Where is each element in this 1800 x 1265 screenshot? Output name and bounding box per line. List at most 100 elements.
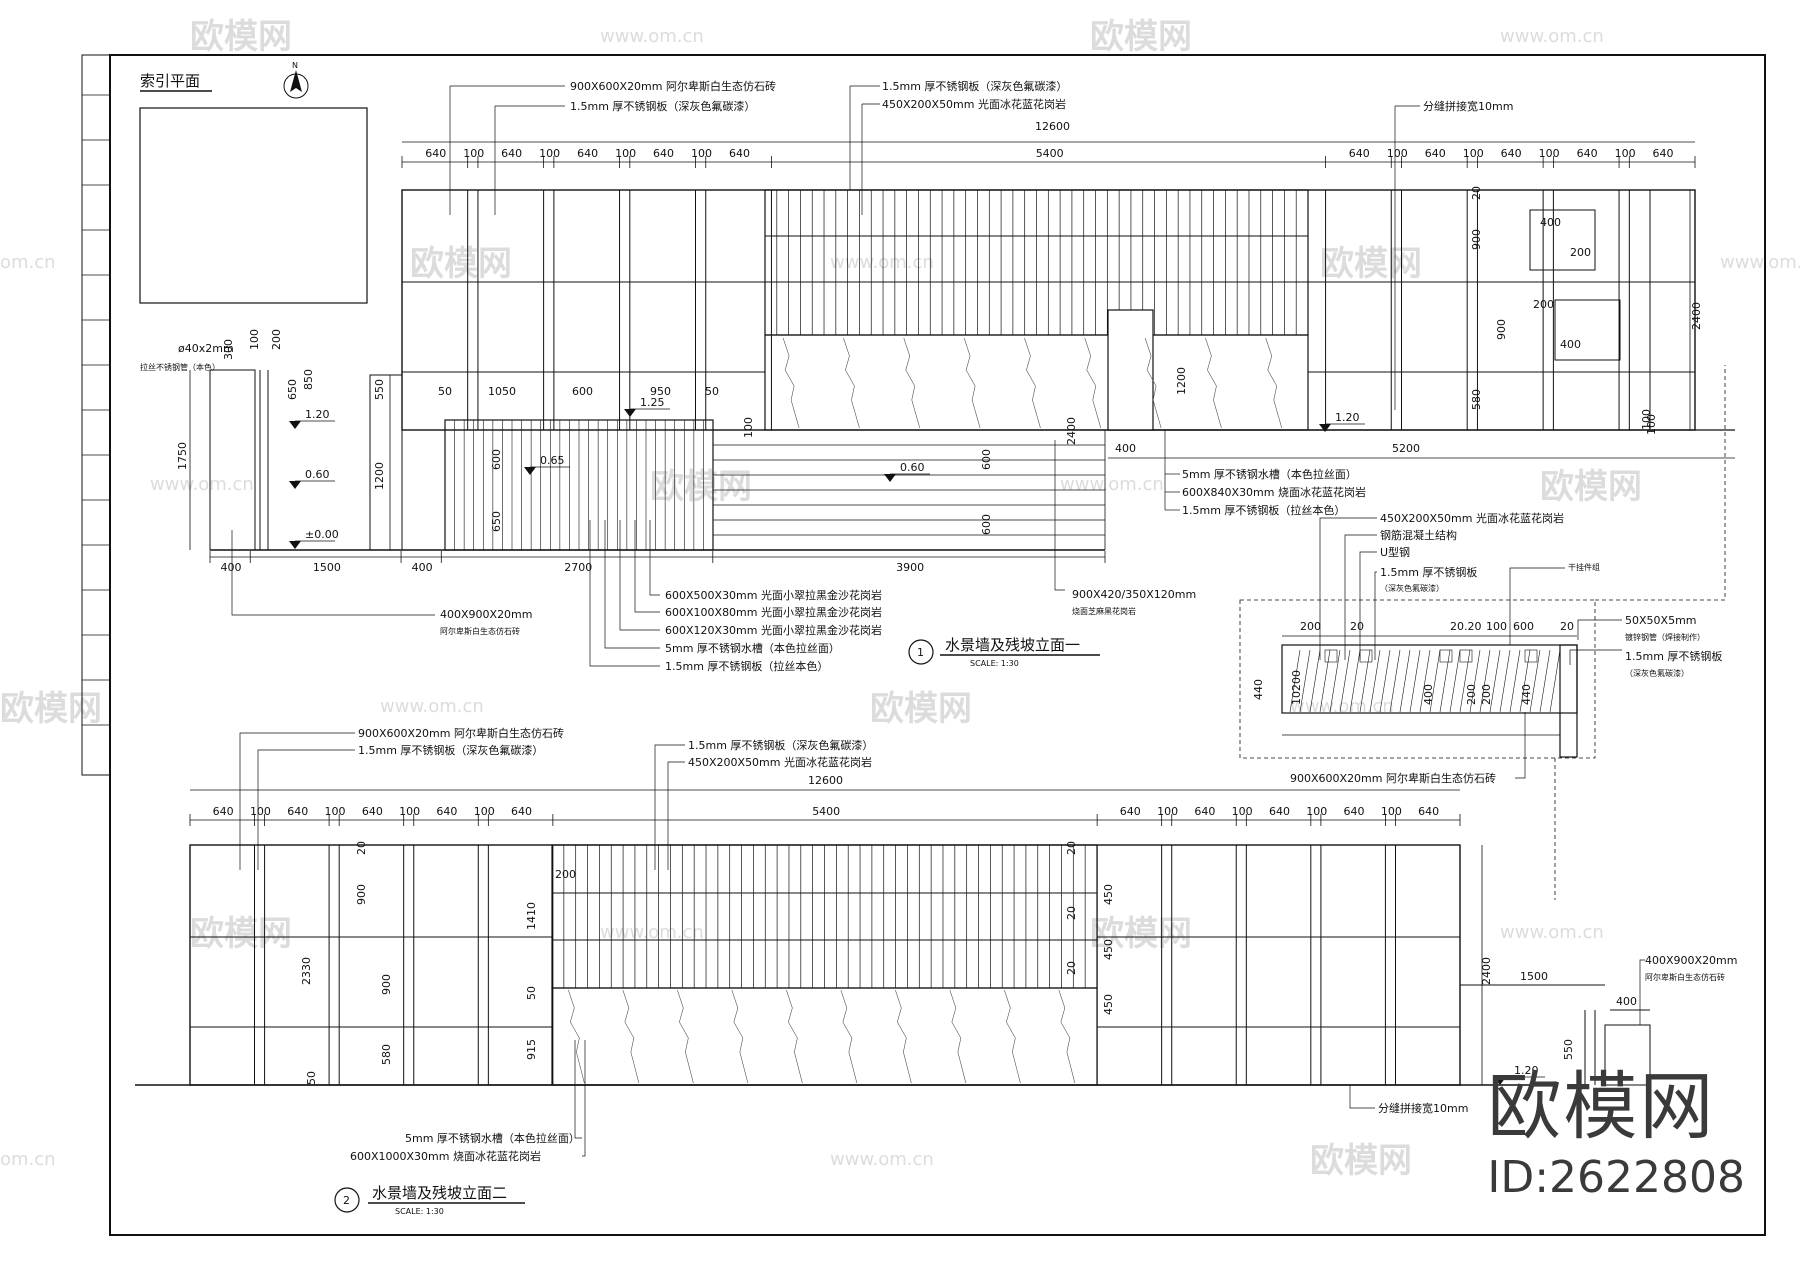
e1-label-black-granite: 900X420/350X120mm xyxy=(1072,588,1196,601)
side-dim-label: 2330 xyxy=(300,957,313,985)
sec-label-concrete: 钢筋混凝土结构 xyxy=(1380,528,1457,542)
e1-panel-grid xyxy=(402,190,1695,430)
left-dim-label: 550 xyxy=(373,379,386,400)
sec-label-channel: U型钢 xyxy=(1380,545,1410,559)
top-dim-label: 640 xyxy=(1349,147,1370,160)
top-dim-label: 100 xyxy=(1463,147,1484,160)
side-dim-label: 580 xyxy=(380,1044,393,1065)
e2-label-channel: 5mm 厚不锈钢水槽（本色拉丝面） xyxy=(405,1131,580,1145)
watermark-brand: 欧模网 xyxy=(1540,467,1642,507)
side-dim-label: 20 xyxy=(1065,906,1078,920)
brand-stamp-id: ID:2622808 xyxy=(1487,1152,1745,1204)
panel-dim-label: 400 xyxy=(1540,216,1561,229)
top-dim-label: 640 xyxy=(653,147,674,160)
brand-stamp-name: 欧模网 xyxy=(1487,1064,1716,1151)
top-dim-label: 640 xyxy=(213,805,234,818)
watermark-url: www.om.cn xyxy=(600,922,704,943)
mid-dim-label: 100 xyxy=(1645,414,1658,435)
title-strip-rows xyxy=(82,94,110,726)
top-dim-label: 640 xyxy=(362,805,383,818)
watermark-layer: 欧模网 www.om.cn 欧模网 www.om.cn om.cn 欧模网 ww… xyxy=(0,17,1800,1181)
e1-bottom-leaders xyxy=(231,440,1065,667)
index-plan: 索引平面 N xyxy=(139,61,368,304)
e1-label-g100: 600X100X80mm 光面小翠拉黑金沙花岗岩 xyxy=(665,605,882,619)
side-dim-label: 200 xyxy=(555,868,576,881)
watermark-brand: 欧模网 xyxy=(0,689,102,729)
sec-label-tube-b: 镀锌钢管（焊接制作） xyxy=(1625,632,1705,642)
e1-leaders xyxy=(449,85,1420,410)
sec-label-tile: 900X600X20mm 阿尔卑斯白生态仿石砖 xyxy=(1290,771,1496,785)
top-dim-label: 640 xyxy=(1653,147,1674,160)
section-dim-label: 200 xyxy=(1480,684,1493,705)
watermark-brand: 欧模网 xyxy=(1090,914,1192,954)
e2-label-steel: 1.5mm 厚不锈钢板（深灰色氟碳漆） xyxy=(358,743,543,757)
top-dim-label: 640 xyxy=(1120,805,1141,818)
e1-label-steel: 1.5mm 厚不锈钢板（深灰色氟碳漆） xyxy=(570,99,755,113)
top-dim-label: 640 xyxy=(287,805,308,818)
top-dim-label: 100 xyxy=(1615,147,1636,160)
section-dim-label: 600 xyxy=(1513,620,1534,633)
level-label: ±0.00 xyxy=(305,528,339,541)
top-dim-label: 640 xyxy=(729,147,750,160)
right-dim-label: 900 xyxy=(1495,319,1508,340)
e2-title-block: 2 水景墙及残坡立面二 SCALE: 1:30 xyxy=(334,1184,525,1216)
e1-center-slats xyxy=(764,189,1309,431)
top-dim-label: 640 xyxy=(1577,147,1598,160)
top-dim-label: 100 xyxy=(399,805,420,818)
e1-right-panel-pattern xyxy=(1529,190,1651,430)
section-dim-label: 100 xyxy=(1486,620,1507,633)
top-dim-label: 640 xyxy=(511,805,532,818)
e1-number: 1 xyxy=(917,646,924,659)
e1-title-block: 1 水景墙及残坡立面一 SCALE: 1:30 xyxy=(908,636,1100,668)
top-dim-label: 100 xyxy=(691,147,712,160)
e2-label-steel-2: 1.5mm 厚不锈钢板（深灰色氟碳漆） xyxy=(688,738,873,752)
e2-leaders xyxy=(239,732,1645,1157)
top-dim-label: 5400 xyxy=(812,805,840,818)
e1-label-steel-2: 1.5mm 厚不锈钢板（深灰色氟碳漆） xyxy=(882,79,1067,93)
level-label: 0.60 xyxy=(900,461,925,474)
index-plan-title: 索引平面 xyxy=(140,72,200,90)
top-dim-label: 100 xyxy=(539,147,560,160)
e2-title: 水景墙及残坡立面二 xyxy=(372,1184,507,1202)
e1-label-tile-400-b: 阿尔卑斯白生态仿石砖 xyxy=(440,626,520,636)
e2-number: 2 xyxy=(343,1194,350,1207)
watermark-url: www.om.cn xyxy=(1500,26,1604,47)
side-dim-label: 20 xyxy=(355,841,368,855)
watermark-url: www.om.cn xyxy=(830,1149,934,1170)
e1-scale: SCALE: 1:30 xyxy=(970,659,1019,668)
sec-label-hanger: 干挂件组 xyxy=(1568,562,1600,572)
watermark-url: om.cn xyxy=(0,252,56,273)
top-dim-label: 640 xyxy=(1418,805,1439,818)
e1-label-black-granite-b: 烧面芝麻黑花岗岩 xyxy=(1072,606,1136,616)
title-strip xyxy=(81,54,111,776)
watermark-url: www.om.cn xyxy=(1500,922,1604,943)
level-label: 0.60 xyxy=(305,468,330,481)
side-dim-label: 450 xyxy=(1102,994,1115,1015)
e1-rail-label-2: 拉丝不锈钢管（本色） xyxy=(140,362,220,372)
top-dim-label: 640 xyxy=(1269,805,1290,818)
e2-label-joint: 分缝拼接宽10mm xyxy=(1378,1101,1468,1115)
section-dim-label: 440 xyxy=(1252,679,1265,700)
top-dim-label: 640 xyxy=(1425,147,1446,160)
e1-label-steel-b: 1.5mm 厚不锈钢板（拉丝本色） xyxy=(665,659,828,673)
mid-dim-label: 600 xyxy=(490,449,503,470)
e1-title: 水景墙及残坡立面一 xyxy=(945,636,1080,654)
e1-rail-label-1: ø40x2mm xyxy=(178,342,234,355)
top-dim-label: 640 xyxy=(577,147,598,160)
e1-level-marks: 1.200.60±0.000.650.601.251.20 xyxy=(289,396,1365,549)
side-dim-label: 2400 xyxy=(1480,957,1493,985)
e2-dim-1500: 1500 xyxy=(1520,970,1548,983)
sec-label-steel: 1.5mm 厚不锈钢板 xyxy=(1380,565,1477,579)
left-dim-label: 1750 xyxy=(176,442,189,470)
top-dim-label: 640 xyxy=(436,805,457,818)
sec-label-steel-coat: （深灰色氟碳漆） xyxy=(1380,583,1444,593)
watermark-url: om.cn xyxy=(0,1149,56,1170)
north-label: N xyxy=(292,61,298,70)
